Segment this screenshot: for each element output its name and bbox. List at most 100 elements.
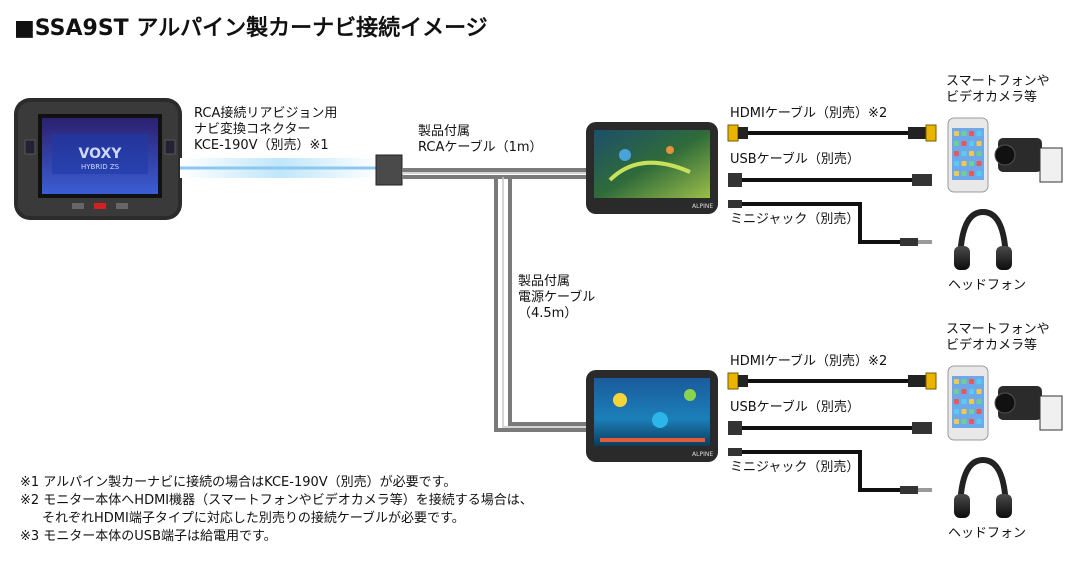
rca-adapter xyxy=(375,154,403,186)
usb-cable-label-1: USBケーブル（別売） xyxy=(730,152,860,167)
usb-cable-label-2: USBケーブル（別売） xyxy=(730,400,860,415)
app-icon xyxy=(954,151,959,156)
footnote-2-cont: それぞれHDMI端子タイプに対応した別売りの接続ケーブルが必要です。 xyxy=(42,511,465,526)
hdmi-plug-left xyxy=(727,372,739,390)
minijack-plug-left xyxy=(728,200,742,208)
monitor-brand-label: ALPINE xyxy=(692,203,713,210)
video-camera-display xyxy=(1039,147,1063,183)
headphones-left-cup xyxy=(954,494,970,518)
app-icon xyxy=(961,389,967,394)
rear-monitor-2: ALPINE xyxy=(586,370,718,462)
power-cable-label: 製品付属 電源ケーブル （4.5m） xyxy=(518,274,596,321)
headphone-label-2: ヘッドフォン xyxy=(948,526,1027,541)
app-icon xyxy=(961,151,967,156)
app-icon xyxy=(969,379,974,384)
headphones-icon xyxy=(957,208,1009,267)
app-icon xyxy=(954,379,959,384)
app-icon xyxy=(976,379,982,384)
usb-plug-left xyxy=(728,173,742,187)
app-icon xyxy=(954,399,959,404)
rear-monitor-1: ALPINE xyxy=(586,122,718,214)
minijack-plug-right-body xyxy=(900,486,918,494)
app-icon xyxy=(954,171,959,176)
video-camera-lens xyxy=(994,144,1016,166)
usb-plug-right xyxy=(912,174,932,186)
app-icon xyxy=(969,419,974,424)
app-icon xyxy=(976,399,982,404)
app-icon xyxy=(954,389,959,394)
hdmi-plug-right-body xyxy=(908,127,926,139)
navi-converter-label: RCA接続リアビジョン用 ナビ変換コネクター KCE-190V（別売）※1 xyxy=(194,106,338,153)
app-icon xyxy=(976,389,982,394)
footnote-2: ※2 モニター本体へHDMI機器（スマートフォンやビデオカメラ等）を接続する場合… xyxy=(20,493,533,508)
minijack-plug-tip xyxy=(918,488,932,492)
hdmi-plug-left-body xyxy=(738,375,748,387)
headphones-right-cup xyxy=(996,494,1012,518)
usb-plug-left xyxy=(728,421,742,435)
rca-cable xyxy=(402,168,592,432)
car-navi-unit: VOXY HYBRID ZS xyxy=(14,98,182,220)
app-icon xyxy=(961,409,967,414)
app-icon xyxy=(954,409,959,414)
video-camera-lens xyxy=(994,392,1016,414)
footnote-3: ※3 モニター本体のUSB端子は給電用です。 xyxy=(20,529,277,544)
hdmi-plug-left-body xyxy=(738,127,748,139)
minijack-cable-line xyxy=(742,450,900,492)
headphones-left-cup xyxy=(954,246,970,270)
app-icon xyxy=(976,131,982,136)
app-icon xyxy=(954,161,959,166)
app-icon xyxy=(961,171,967,176)
hdmi-cable-label-2: HDMIケーブル（別売）※2 xyxy=(730,354,888,369)
minijack-label-2: ミニジャック（別売） xyxy=(730,460,860,475)
cable-group-2 xyxy=(727,365,1063,518)
app-icon xyxy=(969,161,974,166)
app-icon xyxy=(976,409,982,414)
app-icon xyxy=(969,171,974,176)
app-icon xyxy=(976,141,982,146)
app-icon xyxy=(954,131,959,136)
diagram-title: ■SSA9ST アルパイン製カーナビ接続イメージ xyxy=(14,16,488,41)
minijack-plug-tip xyxy=(918,240,932,244)
cable-group-1 xyxy=(727,117,1063,270)
minijack-label-1: ミニジャック（別売） xyxy=(730,212,860,227)
footnotes: ※1 アルパイン製カーナビに接続の場合はKCE-190V（別売）が必要です。 ※… xyxy=(20,474,533,546)
app-icon xyxy=(961,131,967,136)
app-icon xyxy=(961,141,967,146)
hdmi-plug-left xyxy=(727,124,739,142)
app-icon xyxy=(969,131,974,136)
devices-label-1: スマートフォンや ビデオカメラ等 xyxy=(946,74,1050,105)
usb-plug-right xyxy=(912,422,932,434)
minijack-cable-line xyxy=(742,202,900,244)
footnote-1: ※1 アルパイン製カーナビに接続の場合はKCE-190V（別売）が必要です。 xyxy=(20,475,457,490)
app-icon xyxy=(976,151,982,156)
video-camera-display xyxy=(1039,395,1063,431)
rca-cable-label: 製品付属 RCAケーブル（1m） xyxy=(418,124,543,155)
app-icon xyxy=(969,389,974,394)
hdmi-cable-label-1: HDMIケーブル（別売）※2 xyxy=(730,106,888,121)
app-icon xyxy=(961,161,967,166)
app-icon xyxy=(969,409,974,414)
app-icon xyxy=(961,419,967,424)
hdmi-plug-right xyxy=(925,124,937,142)
app-icon xyxy=(954,141,959,146)
headphone-label-1: ヘッドフォン xyxy=(948,278,1027,293)
app-icon xyxy=(961,379,967,384)
devices-label-2: スマートフォンや ビデオカメラ等 xyxy=(946,322,1050,353)
minijack-plug-left xyxy=(728,448,742,456)
monitor-brand-label: ALPINE xyxy=(692,451,713,458)
navi-screen-model: VOXY xyxy=(79,146,123,162)
minijack-plug-right-body xyxy=(900,238,918,246)
app-icon xyxy=(969,141,974,146)
app-icon xyxy=(976,161,982,166)
app-icon xyxy=(961,399,967,404)
app-icon xyxy=(976,419,982,424)
hdmi-plug-right-body xyxy=(908,375,926,387)
navi-screen-grade: HYBRID ZS xyxy=(81,163,120,171)
app-icon xyxy=(969,399,974,404)
app-icon xyxy=(954,419,959,424)
hdmi-plug-right xyxy=(925,372,937,390)
headphones-right-cup xyxy=(996,246,1012,270)
headphones-icon xyxy=(957,456,1009,515)
app-icon xyxy=(976,171,982,176)
